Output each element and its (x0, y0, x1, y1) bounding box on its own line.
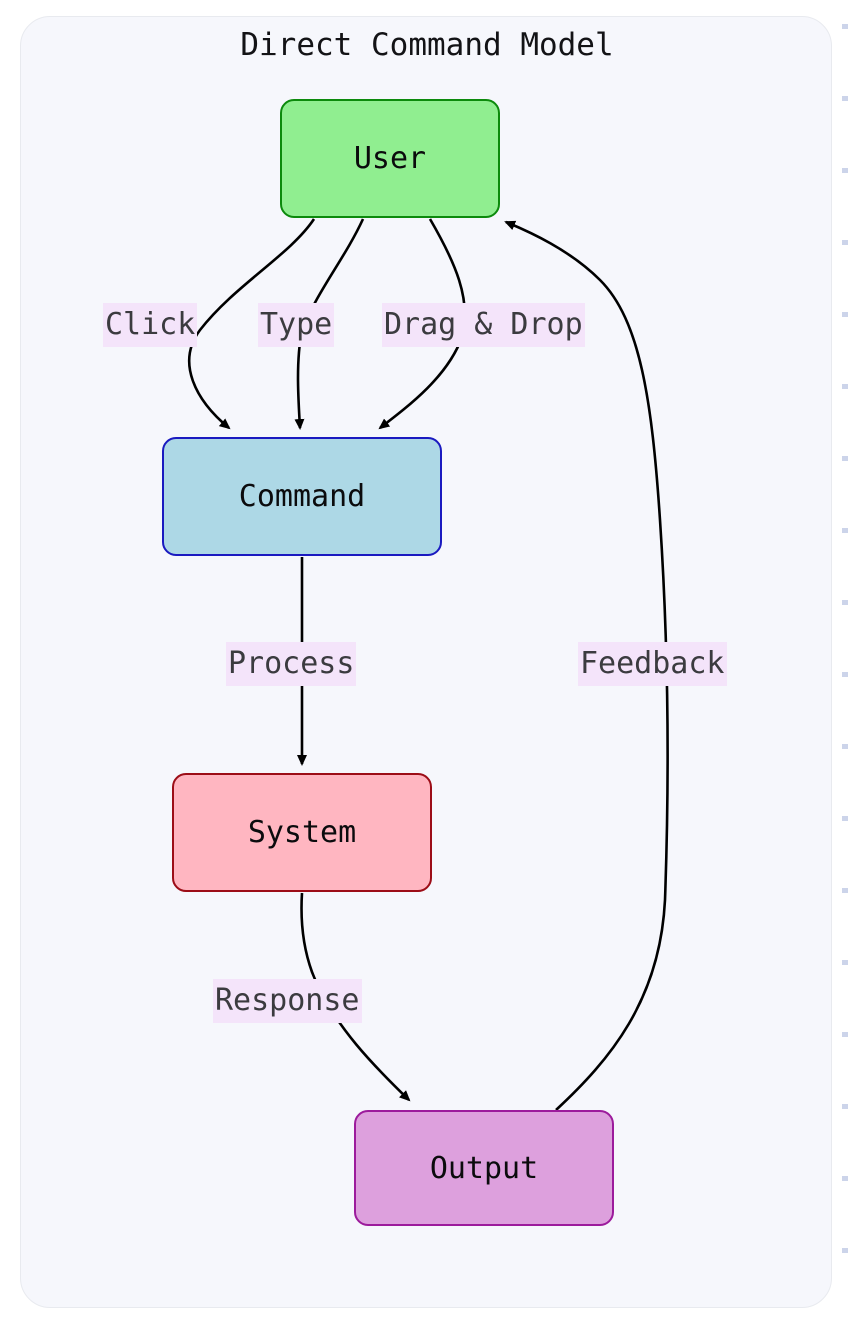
node-output[interactable]: Output (354, 1110, 614, 1226)
node-command-label: Command (238, 479, 366, 514)
diagram-title: Direct Command Model (240, 27, 614, 63)
node-system-label: System (247, 815, 357, 850)
node-user-label: User (353, 141, 427, 176)
edge-label-process: Process (226, 642, 357, 686)
edge-label-drag-and-drop: Drag & Drop (382, 303, 585, 347)
edge-user-command-click (187, 218, 316, 430)
scroll-indicator[interactable] (842, 24, 848, 1264)
node-user[interactable]: User (280, 99, 500, 218)
edge-label-click: Click (103, 303, 198, 347)
edge-output-user (504, 220, 670, 1111)
node-system[interactable]: System (172, 773, 432, 892)
edge-label-response: Response (213, 979, 362, 1023)
node-command[interactable]: Command (162, 437, 442, 556)
edge-label-type: Type (258, 303, 335, 347)
node-output-label: Output (429, 1150, 539, 1186)
edge-label-feedback: Feedback (578, 642, 727, 686)
